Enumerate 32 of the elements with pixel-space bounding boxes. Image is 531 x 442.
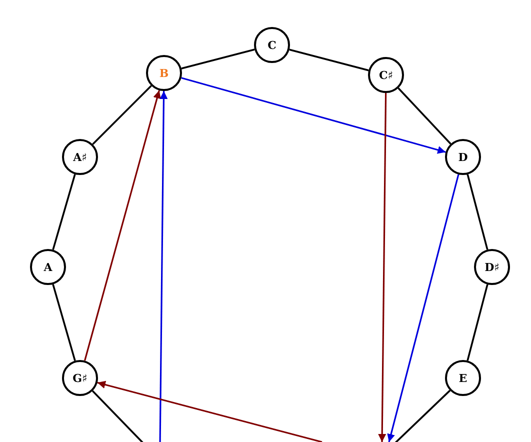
note-circle	[368, 57, 404, 93]
arrow	[159, 91, 168, 442]
connector-line	[92, 85, 152, 145]
note-name: B	[159, 66, 169, 80]
note-circle	[445, 139, 481, 175]
note-name: D♯	[484, 260, 500, 274]
note-circle	[62, 360, 98, 396]
arrow	[378, 93, 387, 442]
note-circle	[445, 360, 481, 396]
connector-line	[466, 284, 488, 361]
note-name: A	[44, 260, 52, 274]
arrow	[84, 90, 161, 361]
note-circle	[254, 27, 290, 63]
connector-line	[289, 48, 369, 72]
note-circle	[62, 139, 98, 175]
arrow	[181, 77, 446, 154]
note-circle	[30, 249, 66, 285]
note-name: A♯	[73, 150, 87, 164]
note-name: C♯	[378, 68, 394, 82]
note-name: C	[268, 38, 276, 52]
note-name: D	[458, 150, 468, 164]
note-circle	[474, 249, 510, 285]
connector-line	[181, 48, 255, 70]
connector-line	[52, 284, 76, 361]
arrow	[97, 380, 322, 442]
note-circle	[146, 55, 182, 91]
arrow	[387, 174, 460, 442]
connector-line	[466, 174, 488, 250]
note-name: E	[458, 372, 468, 384]
connector-line	[398, 88, 452, 144]
connector-line	[52, 174, 76, 250]
note-name: G♯	[72, 372, 88, 384]
